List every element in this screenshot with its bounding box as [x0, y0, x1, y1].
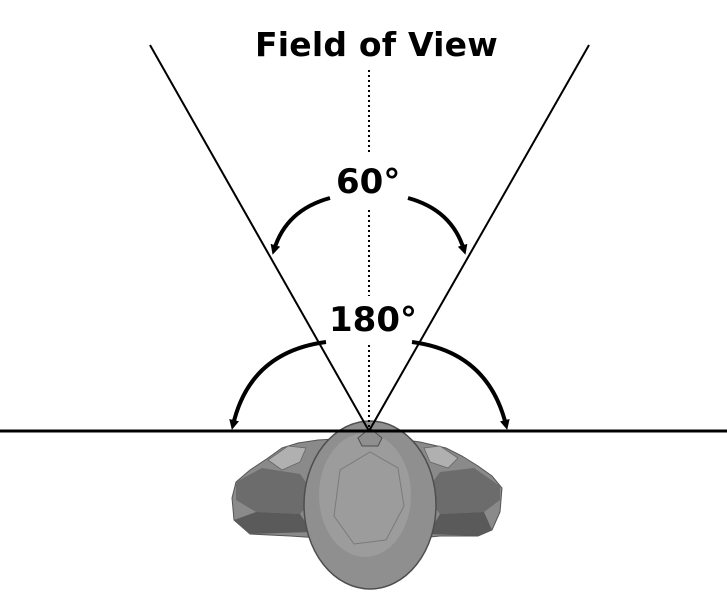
head-highlight — [319, 433, 411, 557]
diagram-title: Field of View — [255, 25, 498, 64]
head-facets — [333, 451, 405, 545]
right-fin — [423, 445, 459, 469]
inner-angle-label: 60° — [336, 162, 401, 202]
inner-left-arrow — [270, 196, 331, 255]
outer-angle-label: 180° — [329, 300, 417, 340]
inner-right-arrow — [407, 196, 468, 255]
left-fin — [267, 445, 307, 471]
right-shoulder-facet-2 — [428, 512, 492, 536]
left-shoulder-facet — [236, 468, 316, 514]
outer-left-arrow — [229, 340, 327, 430]
fov-left-boundary — [149, 44, 370, 432]
fov-right-boundary — [368, 44, 590, 432]
outer-right-arrow — [411, 340, 510, 430]
left-shoulder-facet-2 — [234, 512, 312, 534]
right-shoulder-facet — [424, 468, 500, 514]
head-top-view-icon — [231, 420, 503, 590]
